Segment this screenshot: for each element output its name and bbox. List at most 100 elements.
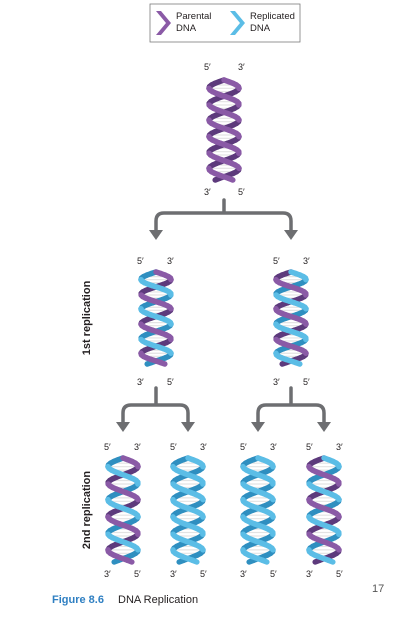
strand-segment [284,327,296,335]
strand-segment [288,313,299,321]
arrowhead-icon [317,422,331,432]
helix-gen2-d [306,455,342,565]
legend-parental-line1: Parental [176,11,211,22]
branch-line [256,386,326,426]
branch-arrow-parental [149,198,298,240]
arrowhead-icon [181,422,195,432]
strand-segment [320,555,332,564]
strand-segment [181,521,193,529]
prime-label: 5′ [104,442,111,452]
prime-label: 5′ [303,377,310,387]
branch-arrow-gen1-left [116,386,195,432]
strand-segment [317,470,329,479]
prime-label: 3′ [104,569,111,579]
prime-label: 3′ [204,187,211,197]
strand-segment [184,555,196,564]
prime-label: 3′ [306,569,313,579]
strand-segment [254,555,266,564]
prime-label: 5′ [134,569,141,579]
strand-segment [111,557,122,565]
strand-segment [120,455,131,463]
strand-segment [116,470,128,479]
legend-parental-line2: DNA [176,23,197,34]
prime-label: 3′ [336,442,343,452]
prime-label: 3′ [240,569,247,579]
prime-label: 3′ [303,256,310,266]
strand-segment [255,455,266,463]
prime-label: 3′ [270,442,277,452]
prime-label: 5′ [137,256,144,266]
strand-segment [183,488,194,496]
prime-labels: 5′ 3′ 3′ 5′ 5′ 3′ 3′ 5′ 5′ 3′ 3′ 5′ 5′ 3… [104,62,343,579]
strand-segment [149,283,161,291]
parental-dna-icon [156,11,171,35]
figure-caption: DNA Replication [118,594,198,606]
strand-segment [286,342,297,350]
prime-label: 5′ [238,187,245,197]
branch-line [154,198,293,234]
strand-segment [151,342,162,350]
legend-box [149,3,301,43]
prime-label: 3′ [273,377,280,387]
strand-segment [255,505,266,513]
strand-segment [217,92,229,100]
helix-gen2-b [170,455,206,565]
strand-segment [253,488,264,496]
prime-label: 3′ [200,442,207,452]
prime-label: 5′ [240,442,247,452]
strand-segment [279,359,290,367]
strand-segment [153,313,164,321]
strand-segment [212,175,223,183]
prime-label: 5′ [167,377,174,387]
strand-segment [319,488,330,496]
helix-gen2-c [240,455,276,565]
strand-segment [176,557,187,565]
strand-segment [219,108,230,117]
helix-gen1-left [138,269,174,367]
prime-label: 3′ [170,569,177,579]
strand-segment [287,358,299,366]
strand-segment [185,455,196,463]
arrowhead-icon [116,422,130,432]
strand-segment [144,359,155,367]
prime-label: 3′ [238,62,245,72]
strand-segment [219,157,230,165]
strand-segment [284,283,296,291]
strand-segment [288,269,299,277]
prime-label: 5′ [200,569,207,579]
strand-segment [181,470,193,479]
replicated-dna-icon [230,11,245,35]
strand-segment [246,557,257,565]
legend: Parental DNA Replicated DNA [149,3,301,43]
strand-segment [119,555,131,564]
strand-segment [317,521,329,529]
arrowhead-icon [149,230,163,240]
strand-segment [221,125,232,133]
arrowhead-icon [284,230,298,240]
prime-label: 3′ [167,256,174,266]
prime-label: 5′ [204,62,211,72]
strand-segment [149,327,161,335]
strand-segment [319,538,330,546]
strand-segment [120,505,131,513]
strand-segment [185,505,196,513]
strand-segment [220,173,232,182]
first-replication-label: 1st replication [81,280,93,355]
strand-segment [153,269,164,277]
strand-segment [253,538,264,546]
prime-label: 3′ [134,442,141,452]
strand-segment [118,538,129,546]
strand-segment [152,358,164,366]
prime-label: 5′ [273,256,280,266]
prime-label: 3′ [137,377,144,387]
strand-segment [217,140,229,148]
strand-segment [118,488,129,496]
strand-segment [312,557,323,565]
strand-segment [286,298,297,306]
strand-segment [221,77,232,85]
strand-segment [321,455,332,463]
page-number: 17 [372,583,384,595]
strand-segment [151,298,162,306]
strand-segment [183,538,194,546]
